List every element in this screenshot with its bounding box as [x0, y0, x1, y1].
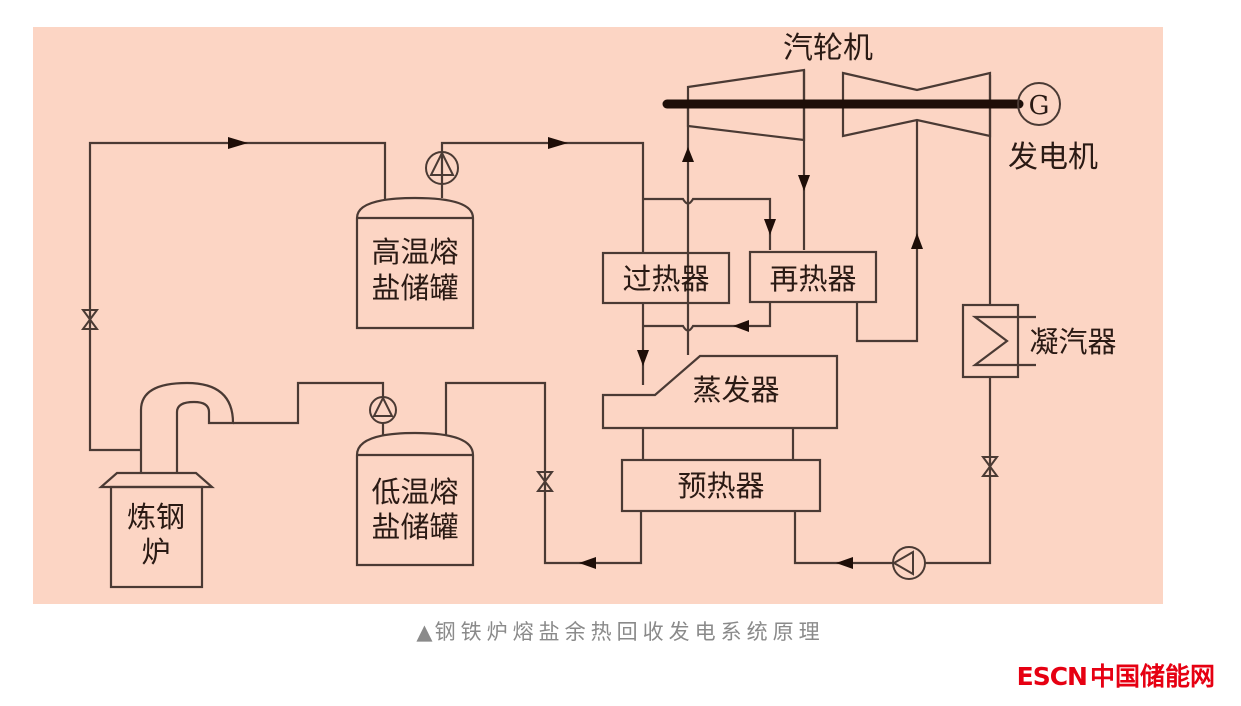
flow-arrow-icon — [228, 137, 248, 149]
flow-arrow-icon — [548, 137, 568, 149]
hp-turbine — [686, 68, 806, 142]
pipe-furnace-to-hot-tank — [88, 141, 387, 452]
pipe-condenser-to-pump — [925, 377, 992, 565]
preheater-box — [620, 458, 822, 513]
furnace-chimney — [139, 381, 235, 473]
high-temp-tank-label-line2: 盐储罐 — [371, 271, 458, 305]
diagram-background — [33, 27, 1163, 604]
superheater-box — [601, 251, 731, 305]
evaporator-label: 蒸发器 — [692, 373, 779, 407]
reheater-box — [748, 250, 878, 304]
flow-arrow-icon — [733, 320, 749, 332]
flow-arrow-icon — [637, 350, 649, 366]
diagram-panel: 汽轮机 G 发电机 高温熔 盐储罐 低温熔 盐储罐 炼钢 炉 过热器 再热器 蒸… — [33, 27, 1163, 604]
flow-arrow-icon — [682, 147, 694, 162]
generator-icon — [1017, 82, 1061, 126]
valve-icon-left — [81, 309, 99, 330]
evaporator-box — [601, 354, 839, 430]
system-diagram: 汽轮机 G 发电机 高温熔 盐储罐 低温熔 盐储罐 炼钢 炉 过热器 再热器 蒸… — [33, 27, 1163, 604]
valve-icon-middle — [536, 471, 554, 492]
flow-arrow-icon — [911, 233, 923, 249]
low-temp-tank-label-line2: 盐储罐 — [371, 510, 458, 544]
lp-turbine — [841, 71, 992, 138]
flow-arrow-icon — [798, 175, 810, 191]
preheater-label: 预热器 — [677, 469, 764, 503]
generator-label: 发电机 — [1008, 140, 1098, 175]
superheater-label: 过热器 — [622, 262, 709, 296]
condensate-pump-icon — [892, 546, 926, 580]
valve-icon-right — [981, 456, 999, 477]
furnace-roof — [98, 471, 215, 489]
pipe-pump-to-preheater — [793, 511, 893, 565]
generator-symbol: G — [1029, 91, 1050, 121]
figure-caption: ▲钢铁炉熔盐余热回收发电系统原理 — [0, 616, 1241, 646]
high-temp-tank-label-line1: 高温熔 — [371, 235, 458, 269]
caption-marker-icon: ▲ — [416, 620, 435, 644]
caption-text: 钢铁炉熔盐余热回收发电系统原理 — [434, 620, 825, 644]
flow-arrow-icon — [764, 219, 776, 235]
pipe-furnace-to-cold-tank — [233, 381, 385, 425]
flow-arrow-icon — [836, 557, 853, 569]
low-temp-tank-label-line1: 低温熔 — [371, 475, 458, 509]
reheater-label: 再热器 — [769, 262, 856, 296]
cold-tank-pump-icon — [369, 395, 397, 424]
condenser-coil — [971, 315, 1036, 367]
low-temp-tank-outline — [355, 431, 475, 567]
pipe-reheater-to-lp-turbine — [855, 120, 919, 343]
turbine-label: 汽轮机 — [783, 31, 873, 66]
condenser-label: 凝汽器 — [1029, 325, 1116, 359]
hot-tank-pump-icon — [425, 150, 459, 198]
flow-arrow-icon — [579, 557, 596, 569]
furnace-label-line2: 炉 — [141, 535, 170, 569]
high-temp-tank-outline — [355, 196, 475, 330]
logo-brand-en: ESCN — [1016, 662, 1088, 691]
logo-brand-cn: 中国储能网 — [1089, 662, 1215, 691]
furnace-label-line1: 炼钢 — [127, 500, 185, 534]
condenser-box — [961, 303, 1020, 379]
